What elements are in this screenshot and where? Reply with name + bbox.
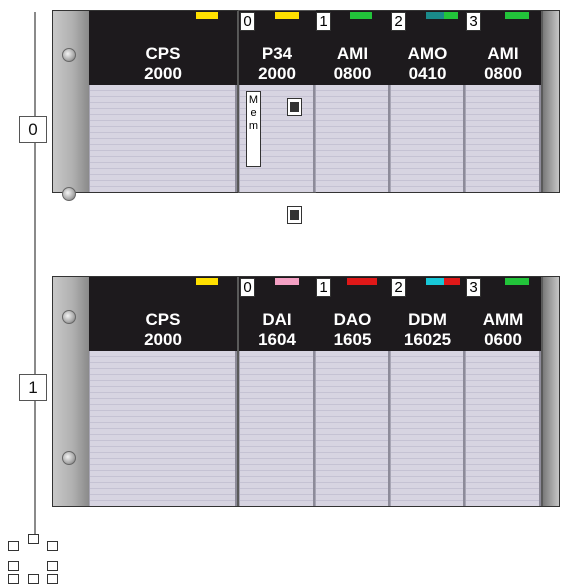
module-name: DAI	[262, 310, 292, 329]
module-name: P34	[261, 44, 293, 63]
slot-number: 3	[466, 278, 481, 297]
module-number: 2000	[144, 64, 182, 83]
module-number: 0800	[333, 64, 372, 83]
module-number: 0600	[484, 330, 522, 349]
bus-segment-0-label[interactable]: 0	[19, 116, 47, 143]
module-number: 2000	[258, 64, 296, 83]
memory-card-slot[interactable]: M e m	[246, 91, 261, 167]
rack-1[interactable]: CPS 2000 0 DAI 1604 1 DAO 1605 2 DDM 160…	[52, 276, 560, 507]
module-number: 2000	[144, 330, 182, 349]
rack-0[interactable]: CPS 2000 0 P34 2000 M e m 1 AMI 0800	[52, 10, 560, 224]
module-front-panel	[315, 85, 390, 192]
status-led	[426, 12, 444, 19]
module-front-panel	[315, 351, 390, 506]
module-name: AMI	[487, 44, 519, 63]
status-led	[444, 278, 460, 285]
rack-end-plate	[53, 11, 89, 201]
module-cps[interactable]: CPS 2000	[89, 277, 237, 506]
module-front-panel	[465, 85, 541, 192]
rack-end-plate	[543, 277, 559, 506]
module-ddm-16025[interactable]: 2 DDM 16025	[390, 277, 465, 506]
module-number: 1604	[258, 330, 296, 349]
status-led	[196, 12, 218, 19]
module-name: DDM	[408, 310, 447, 329]
module-front-panel	[239, 351, 315, 506]
module-ami-0800[interactable]: 1 AMI 0800	[315, 11, 390, 192]
module-name: AMO	[407, 44, 448, 63]
module-ami-0800-2[interactable]: 3 AMI 0800	[465, 11, 541, 192]
status-led	[347, 278, 377, 285]
module-front-panel	[89, 351, 237, 506]
module-number: 0800	[484, 64, 522, 83]
module-name: DAO	[333, 310, 372, 329]
module-front-panel	[465, 351, 541, 506]
screw-icon	[62, 451, 76, 465]
port-icon[interactable]	[287, 98, 302, 116]
module-number: 0410	[408, 64, 447, 83]
slot-number: 0	[240, 12, 255, 31]
status-led	[444, 12, 458, 19]
slot-number: 2	[391, 12, 406, 31]
module-front-panel	[390, 85, 465, 192]
rack-end-plate	[53, 277, 89, 506]
slot-number: 2	[391, 278, 406, 297]
module-dao-1605[interactable]: 1 DAO 1605	[315, 277, 390, 506]
module-dai-1604[interactable]: 0 DAI 1604	[239, 277, 315, 506]
module-number: 1605	[333, 330, 372, 349]
bus-extension-handle[interactable]	[8, 534, 58, 584]
status-led	[196, 278, 218, 285]
module-front-panel	[390, 351, 465, 506]
module-amm-0600[interactable]: 3 AMM 0600	[465, 277, 541, 506]
module-number: 16025	[403, 330, 452, 349]
port-icon[interactable]	[287, 206, 302, 224]
module-name: AMM	[482, 310, 524, 329]
screw-icon	[62, 187, 76, 201]
rack-bus-line	[34, 12, 36, 537]
module-cps[interactable]: CPS 2000	[89, 11, 237, 192]
rack-end-plate	[543, 11, 559, 192]
status-led	[505, 12, 529, 19]
status-led	[505, 278, 529, 285]
slot-number: 1	[316, 278, 331, 297]
status-led	[426, 278, 444, 285]
bus-segment-1-label[interactable]: 1	[19, 374, 47, 401]
screw-icon	[62, 48, 76, 62]
module-name: CPS	[145, 44, 181, 63]
status-led	[350, 12, 372, 19]
screw-icon	[62, 310, 76, 324]
slot-number: 1	[316, 12, 331, 31]
module-front-panel	[89, 85, 237, 192]
module-p34[interactable]: 0 P34 2000 M e m	[238, 10, 316, 224]
module-name: AMI	[336, 44, 369, 63]
slot-number: 0	[240, 278, 255, 297]
status-led	[275, 278, 299, 285]
slot-number: 3	[466, 12, 481, 31]
module-name: CPS	[145, 310, 181, 329]
module-amo-0410[interactable]: 2 AMO 0410	[390, 11, 465, 192]
status-led	[275, 12, 299, 19]
